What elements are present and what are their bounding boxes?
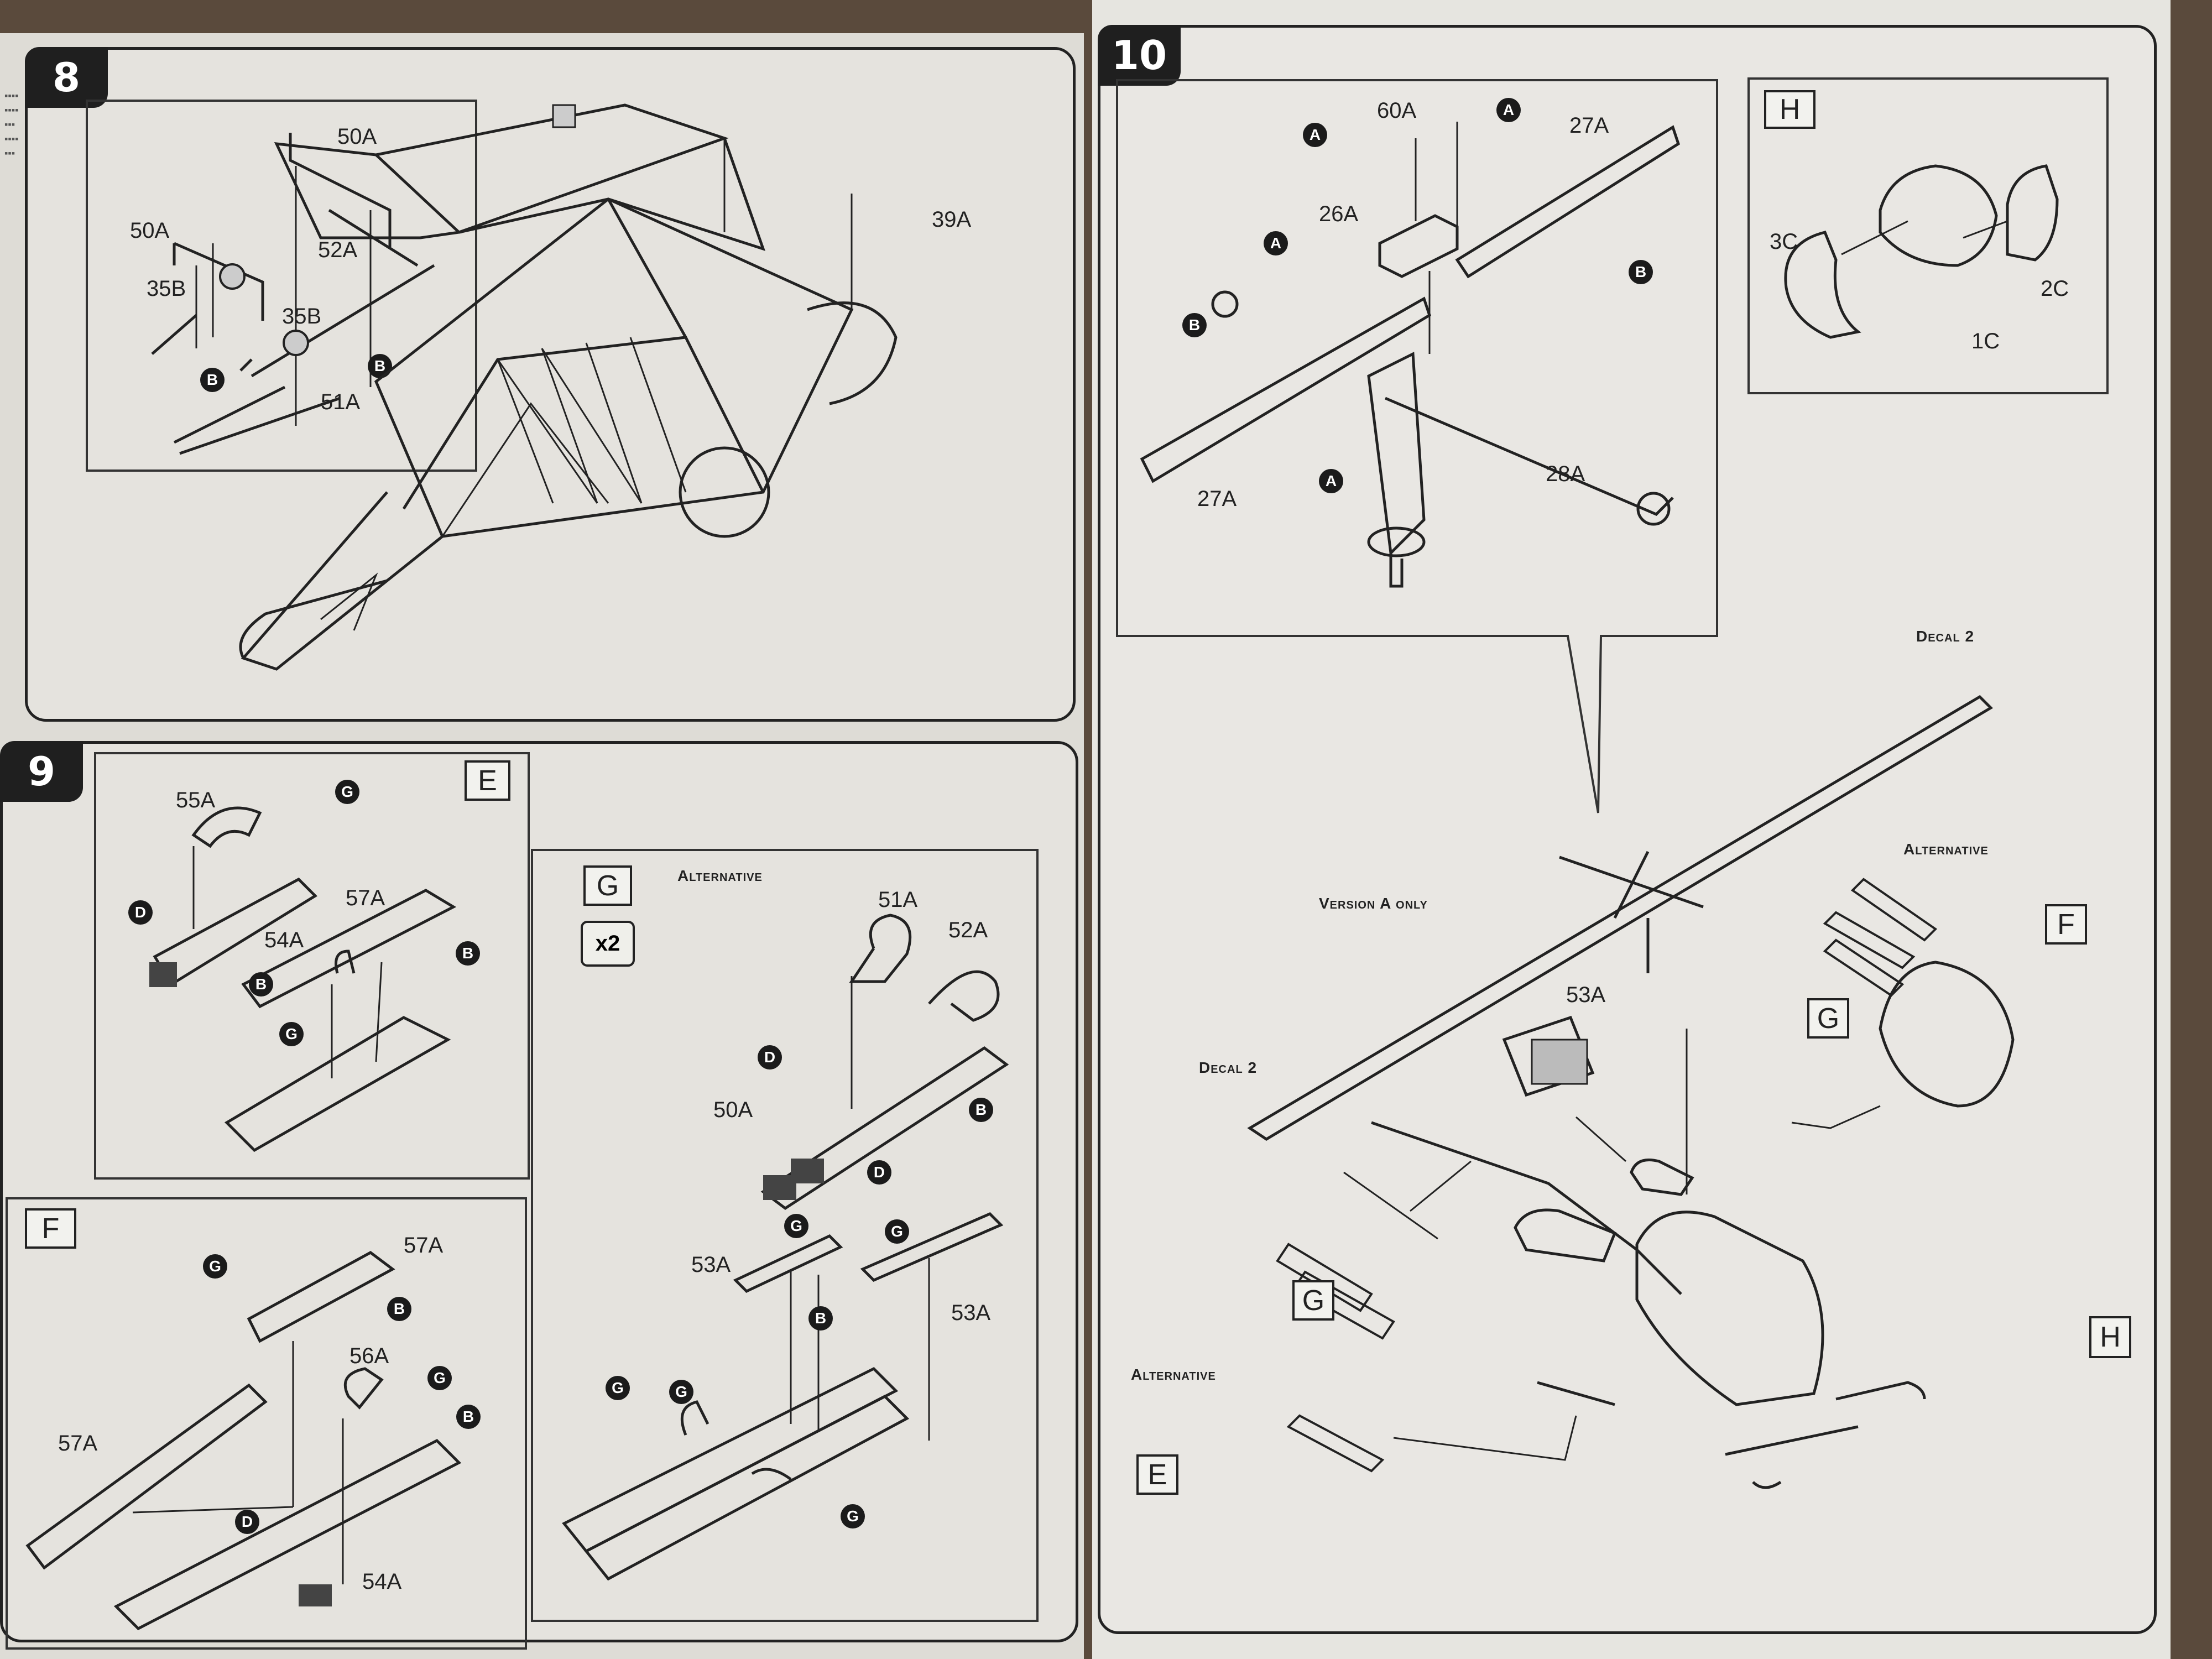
canopy-part-1c: 1C — [1971, 329, 2000, 353]
ref-g-marker: G — [606, 1376, 630, 1400]
main-tag-g-right: G — [1807, 998, 1849, 1039]
ref-b-marker: B — [1629, 260, 1653, 284]
box-g-part-52a: 52A — [948, 918, 988, 942]
ref-a-marker: A — [1303, 123, 1327, 147]
step-8-detail-box — [86, 100, 477, 472]
canopy-part-3c: 3C — [1770, 229, 1798, 254]
box-g-part-50a: 50A — [713, 1098, 753, 1122]
ref-d-marker: D — [235, 1510, 259, 1534]
ref-b-marker: B — [969, 1098, 993, 1122]
part-35b-label-1: 35B — [147, 276, 186, 301]
ref-g-marker: G — [784, 1214, 808, 1238]
canopy-parts-drawing — [1784, 164, 2059, 339]
decal-2-label-top: Decal 2 — [1916, 628, 1975, 645]
main-tag-f: F — [2045, 904, 2087, 945]
rotor-head-drawing — [1140, 122, 1680, 588]
ref-g-marker: G — [335, 780, 359, 804]
box-g-alternative-caption: Alternative — [677, 867, 763, 884]
part-35b-label-2: 35B — [282, 304, 322, 328]
box-g-part-53a-left: 53A — [691, 1253, 731, 1277]
step-8-number: 8 — [25, 47, 108, 108]
main-tag-e: E — [1136, 1454, 1178, 1495]
part-51a-label: 51A — [321, 390, 361, 414]
part-39a-label: 39A — [932, 207, 972, 232]
part-53a-label: 53A — [1566, 983, 1606, 1007]
box-f-part-54a: 54A — [362, 1569, 402, 1594]
step-10-box-h — [1747, 77, 2109, 394]
step-8-fuselage-frame-drawing — [239, 103, 898, 671]
alternative-label-left: Alternative — [1131, 1366, 1216, 1383]
ref-a-marker: A — [1496, 98, 1521, 122]
box-e-part-55a: 55A — [176, 788, 216, 812]
box-g-part-51a: 51A — [878, 888, 918, 912]
step-9-panel: 9 — [0, 741, 1078, 1642]
ref-d-marker: D — [758, 1045, 782, 1070]
box-e-part-54a: 54A — [264, 928, 304, 952]
ref-a-marker: A — [1319, 469, 1343, 493]
ref-d-marker: D — [867, 1160, 891, 1185]
ref-a-marker: A — [1264, 231, 1288, 255]
part-50a-label-left: 50A — [130, 218, 170, 243]
step-10-panel: 10 — [1098, 25, 2157, 1634]
step-9-box-f — [6, 1197, 527, 1650]
box-h-tag: H — [1764, 90, 1815, 129]
box-g-parts-drawing — [562, 914, 1009, 1581]
ref-g-marker: G — [203, 1254, 227, 1279]
box-e-part-57a: 57A — [346, 886, 385, 910]
step-8-panel: 8 — [25, 47, 1076, 722]
ref-b-marker: B — [368, 354, 392, 378]
previous-page-edge-text: ▪▪▪▪▪▪▪▪▪▪▪▪▪▪▪▪▪▪ — [4, 90, 19, 159]
ref-b-marker: B — [456, 941, 480, 966]
ref-b-marker: B — [200, 368, 225, 392]
rotor-part-27a-top: 27A — [1569, 113, 1609, 138]
box-f-parts-drawing — [25, 1251, 462, 1631]
box-e-tag: E — [465, 760, 510, 801]
rotor-part-27a-bottom: 27A — [1197, 487, 1237, 511]
ref-g-marker: G — [427, 1366, 452, 1390]
box-f-part-57a-left: 57A — [58, 1431, 98, 1455]
rotor-callout-box — [1116, 79, 1718, 813]
ref-b-marker: B — [1182, 313, 1207, 337]
step-9-number: 9 — [0, 741, 83, 802]
rotor-part-26a: 26A — [1319, 202, 1359, 226]
ref-b-marker: B — [456, 1405, 481, 1429]
main-tag-g-left: G — [1292, 1280, 1334, 1321]
alternative-label-right: Alternative — [1903, 841, 1989, 858]
step-10-number: 10 — [1098, 25, 1181, 86]
ref-g-marker: G — [279, 1022, 304, 1046]
box-f-tag: F — [25, 1208, 76, 1249]
ref-g-marker: G — [885, 1219, 909, 1244]
part-52a-label: 52A — [318, 238, 358, 262]
part-50a-label-top: 50A — [337, 124, 377, 149]
box-e-parts-drawing — [149, 806, 457, 1152]
ref-g-marker: G — [841, 1504, 865, 1528]
ref-d-marker: D — [128, 900, 153, 925]
main-tag-h: H — [2089, 1316, 2131, 1358]
box-f-part-57a-top: 57A — [404, 1233, 444, 1258]
decal-2-label-left: Decal 2 — [1199, 1059, 1258, 1076]
helicopter-assembly-drawing — [1247, 695, 2015, 1489]
canopy-part-2c: 2C — [2041, 276, 2069, 301]
box-f-part-56a: 56A — [349, 1344, 389, 1368]
ref-b-marker: B — [387, 1297, 411, 1321]
box-g-part-53a-right: 53A — [951, 1301, 991, 1325]
step-9-box-g — [531, 849, 1039, 1622]
ref-b-marker: B — [249, 972, 273, 997]
rotor-part-28a: 28A — [1546, 462, 1585, 486]
box-g-multiplier-badge: x2 — [581, 921, 635, 967]
box-g-tag: G — [583, 865, 632, 906]
ref-g-marker: G — [669, 1380, 693, 1404]
rotor-part-60a: 60A — [1377, 98, 1417, 123]
ref-b-marker: B — [808, 1306, 833, 1331]
version-a-only-label: Version A only — [1319, 895, 1428, 912]
step-9-box-e — [94, 752, 530, 1180]
